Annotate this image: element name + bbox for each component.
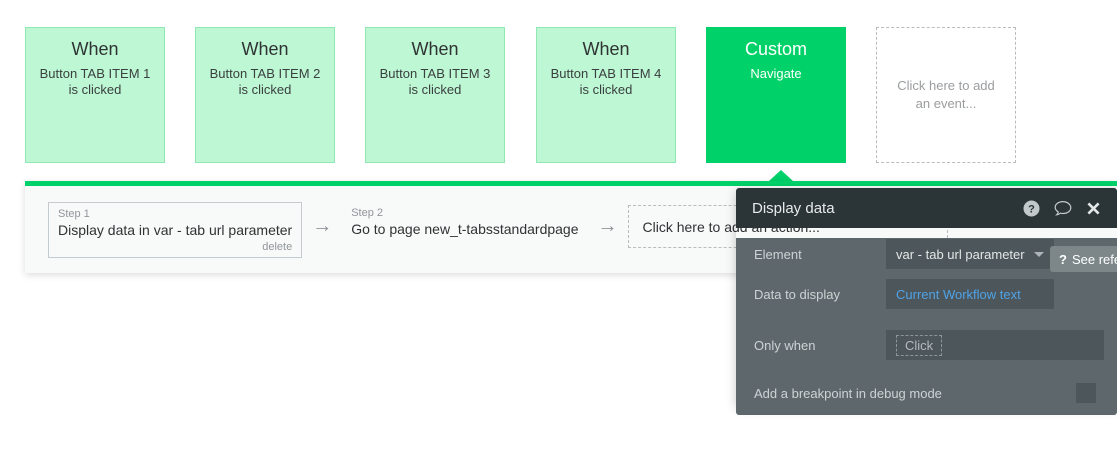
dialog-title: Display data [752, 199, 835, 217]
element-dropdown[interactable]: var - tab url parameter [886, 239, 1054, 269]
close-icon[interactable] [1086, 201, 1101, 216]
chevron-down-icon [1034, 251, 1044, 257]
event-card-subtitle: Button TAB ITEM 2 is clicked [209, 66, 321, 97]
event-card-when-2[interactable]: When Button TAB ITEM 2 is clicked [195, 27, 335, 163]
see-reference-question-icon: ? [1059, 251, 1067, 267]
dialog-header: Display data ? [736, 188, 1117, 228]
breakpoint-checkbox[interactable] [1076, 383, 1096, 403]
add-event-placeholder-text: Click here to add an event... [897, 78, 995, 111]
data-to-display-label: Data to display [754, 286, 840, 302]
breakpoint-row[interactable]: Add a breakpoint in debug mode [736, 379, 1117, 407]
element-dropdown-value: var - tab url parameter [896, 246, 1025, 262]
step-2-label: Step 2 [351, 207, 384, 219]
element-field-label: Element [754, 246, 802, 262]
only-when-field-row: Only when Click [736, 329, 1117, 361]
only-when-placeholder: Click [896, 334, 943, 356]
event-cards-row: When Button TAB ITEM 1 is clicked When B… [0, 0, 1117, 180]
selected-event-pointer-icon [769, 170, 793, 181]
step-1-label: Step 1 [58, 208, 90, 220]
event-card-subtitle: Button TAB ITEM 3 is clicked [379, 66, 491, 97]
step-arrow-2-icon: → [597, 215, 618, 237]
event-card-title: When [582, 39, 630, 59]
svg-text:?: ? [1028, 203, 1035, 215]
add-event-placeholder[interactable]: Click here to add an event... [876, 27, 1016, 163]
event-card-custom-navigate[interactable]: Custom Navigate [706, 27, 846, 163]
only-when-label: Only when [754, 337, 816, 353]
event-card-subtitle: Button TAB ITEM 4 is clicked [550, 66, 662, 97]
event-card-when-4[interactable]: When Button TAB ITEM 4 is clicked [536, 27, 676, 163]
event-card-when-3[interactable]: When Button TAB ITEM 3 is clicked [365, 27, 505, 163]
workflow-accent-bar [25, 181, 1117, 186]
workflow-steps-strip: Step 1 Display data in var - tab url par… [48, 202, 948, 258]
event-card-title: Custom [744, 39, 807, 59]
see-reference-tooltip[interactable]: ? See refe [1050, 246, 1117, 272]
workflow-step-1[interactable]: Step 1 Display data in var - tab url par… [48, 202, 303, 258]
event-card-title: When [241, 39, 289, 59]
step-2-text: Go to page new_t-tabsstandardpage [351, 221, 579, 237]
step-1-delete-link[interactable]: delete [262, 241, 293, 253]
step-1-text: Display data in var - tab url parameter [58, 222, 293, 238]
event-card-title: When [411, 39, 459, 59]
data-to-display-field-row: Data to display Current Workflow text [736, 278, 1117, 310]
event-card-title: When [71, 39, 119, 59]
step-arrow-1-icon: → [312, 215, 333, 237]
event-card-when-1[interactable]: When Button TAB ITEM 1 is clicked [25, 27, 165, 163]
breakpoint-label: Add a breakpoint in debug mode [754, 385, 942, 401]
element-field-row: Element var - tab url parameter [736, 238, 1117, 270]
only-when-input[interactable]: Click [886, 330, 1104, 360]
data-to-display-input[interactable]: Current Workflow text [886, 279, 1054, 309]
workflow-step-2[interactable]: Step 2 Go to page new_t-tabsstandardpage [342, 202, 587, 250]
see-reference-text: See refe [1071, 251, 1117, 267]
comment-bubble-icon[interactable] [1054, 200, 1072, 217]
display-data-dialog: Display data ? Element var - tab url par… [736, 188, 1117, 415]
event-card-subtitle: Button TAB ITEM 1 is clicked [39, 66, 151, 97]
event-card-subtitle: Navigate [750, 66, 802, 81]
data-to-display-value: Current Workflow text [896, 286, 1021, 302]
help-icon[interactable]: ? [1023, 200, 1040, 217]
